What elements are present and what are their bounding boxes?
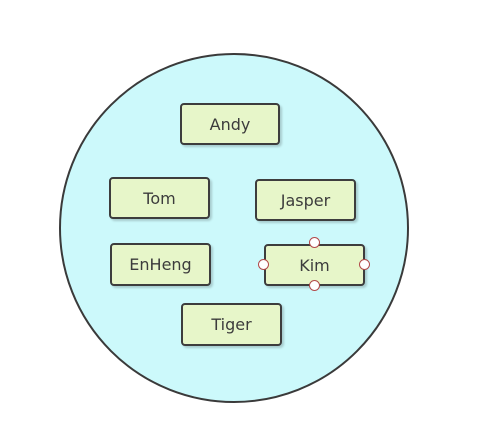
node-tom[interactable]: Tom xyxy=(109,177,210,219)
node-label: Andy xyxy=(209,114,251,134)
node-label: Tiger xyxy=(211,315,252,334)
node-label: Kim xyxy=(299,255,330,275)
node-jasper[interactable]: Jasper xyxy=(255,179,356,221)
node-label: Tom xyxy=(143,188,176,208)
node-label: EnHeng xyxy=(129,255,192,274)
node-tiger[interactable]: Tiger xyxy=(181,303,282,346)
node-label: Jasper xyxy=(280,190,331,210)
selection-handle-top[interactable] xyxy=(309,237,320,248)
selection-handle-bottom[interactable] xyxy=(309,280,320,291)
node-andy[interactable]: Andy xyxy=(180,103,280,145)
selection-handle-left[interactable] xyxy=(258,259,269,270)
selection-handle-right[interactable] xyxy=(359,259,370,270)
node-kim-selected[interactable]: Kim xyxy=(264,244,365,286)
node-enheng[interactable]: EnHeng xyxy=(110,243,211,286)
